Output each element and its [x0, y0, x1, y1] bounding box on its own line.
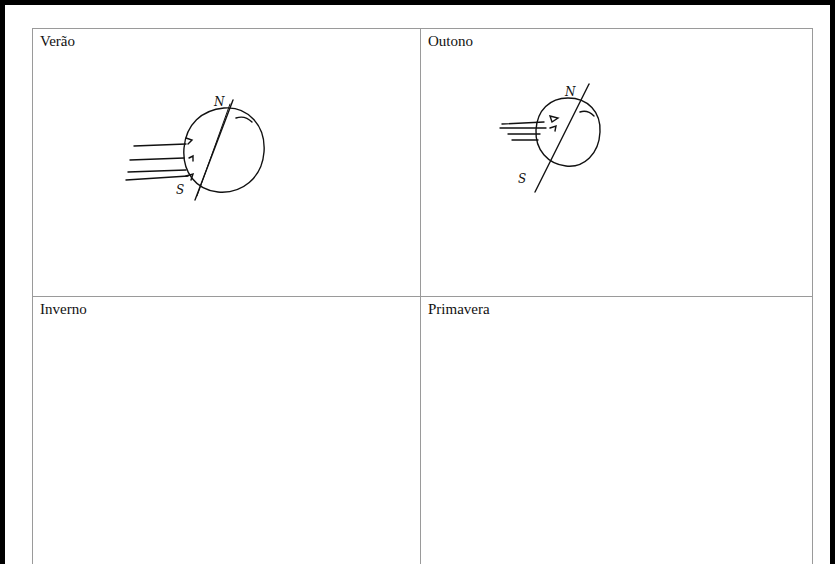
panel-title: Outono	[428, 33, 473, 50]
season-panel: Outono	[420, 28, 813, 297]
pole-label: S	[518, 173, 526, 185]
pole-label: N	[214, 96, 225, 108]
panel-title: Primavera	[428, 301, 490, 318]
autumn-earth-sketch	[500, 84, 600, 192]
summer-earth-sketch	[126, 100, 264, 200]
season-panel: Verão	[32, 28, 421, 297]
season-panel: Primavera	[420, 296, 813, 564]
season-panel: Inverno	[32, 296, 421, 564]
panel-title: Inverno	[40, 301, 87, 318]
panel-title: Verão	[40, 33, 75, 50]
pole-label: S	[176, 184, 184, 196]
pole-label: N	[565, 86, 576, 98]
